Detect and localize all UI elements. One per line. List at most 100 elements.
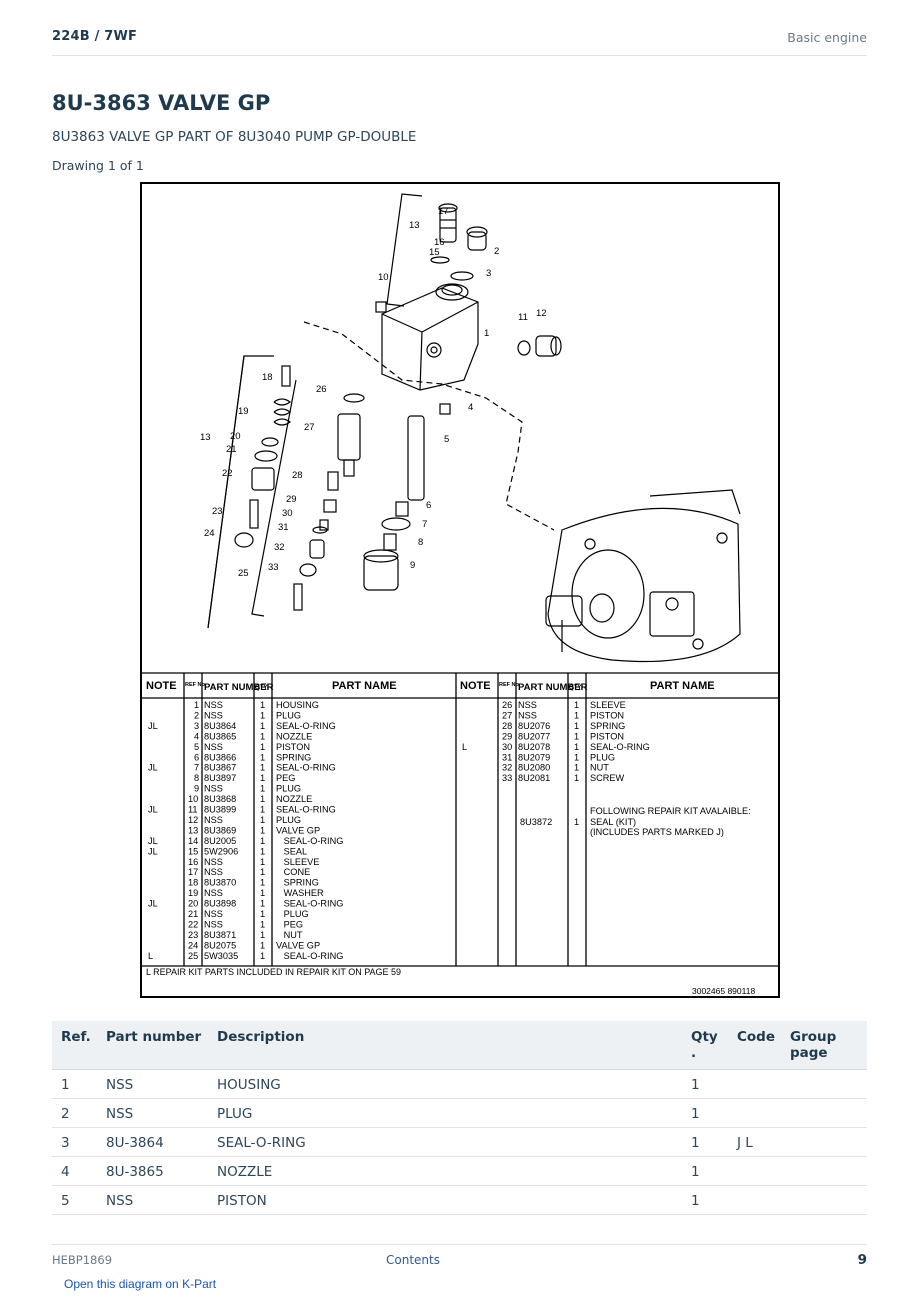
figure-row-part-number: 8U3869 [204,825,236,835]
figure-row-ref: 33 [502,773,512,783]
callout-21: 22 [222,468,233,479]
cell-description: NOZZLE [217,1164,273,1180]
figure-row-part-name: SEAL-O-RING [276,721,336,731]
contents-link[interactable]: Contents [386,1253,440,1267]
figure-row-part-name: SEAL-O-RING [276,899,343,909]
repair-kit-name: SEAL (KIT) [590,817,636,827]
figure-row-qty: 1 [260,825,265,835]
figure-row-ref: 15 [188,846,198,856]
col-part-number: Part number [106,1029,202,1045]
cell-qty: 1 [691,1077,700,1093]
figure-row-note: JL [148,899,158,909]
figure-row-part-number: 8U3864 [204,721,236,731]
figure-row-part-name: NUT [276,930,303,940]
figure-row-qty: 1 [574,773,579,783]
callout-24: 25 [238,568,249,579]
figure-row-ref: 9 [194,784,199,794]
figure-row-part-name: PISTON [590,731,624,741]
callout-12: 12 [536,308,547,319]
figure-row-ref: 19 [188,888,198,898]
header-model: 224B / 7WF [52,29,138,44]
figure-footnote: L REPAIR KIT PARTS INCLUDED IN REPAIR KI… [146,967,401,977]
footer-divider [52,1244,867,1245]
callout-10: 10 [378,272,389,283]
repair-kit-qty: 1 [574,817,579,827]
figure-row-part-number: 8U2075 [204,940,236,950]
figure-row-qty: 1 [260,773,265,783]
parts-list-grid [142,672,778,967]
figure-row-qty: 1 [260,710,265,720]
figure-row-qty: 1 [260,919,265,929]
cell-ref: 5 [61,1193,70,1209]
figure-row-ref: 13 [188,825,198,835]
figure-row-ref: 16 [188,857,198,867]
figure-row-ref: 4 [194,731,199,741]
figure-row-part-name: SPRING [276,752,311,762]
repair-kit-block: FOLLOWING REPAIR KIT AVALAIBLE: 8U3872 1… [520,806,751,837]
figure-row-part-name: VALVE GP [276,940,320,950]
header-section: Basic engine [787,30,867,45]
figure-row-ref: 31 [502,752,512,762]
figure-row-note: L [148,951,153,961]
callout-32: 33 [268,562,279,573]
figure-row-part-name: WASHER [276,888,324,898]
cell-part-number: NSS [106,1077,134,1093]
cell-qty: 1 [691,1135,700,1151]
figure-row-ref: 14 [188,836,198,846]
cell-ref: 3 [61,1135,70,1151]
page-number: 9 [857,1252,867,1268]
figure-row-note: JL [148,836,158,846]
callout-28: 29 [286,494,297,505]
callout-23: 24 [204,528,215,539]
callout-22: 23 [212,506,223,517]
callout-11: 11 [518,312,528,323]
cell-description: PLUG [217,1106,253,1122]
figure-row-part-name: PISTON [276,742,310,752]
figure-row-qty: 1 [260,700,265,710]
cell-qty: 1 [691,1164,700,1180]
figure-row-part-number: 5W2906 [204,846,238,856]
cell-part-number: 8U-3865 [106,1164,164,1180]
figure-row-part-number: 8U3899 [204,805,236,815]
figure-row-qty: 1 [574,700,579,710]
callout-20: 21 [226,444,237,455]
figure-row-part-number: 8U2080 [518,763,550,773]
header-divider [52,55,867,56]
hdr-note-left: NOTE [146,680,177,692]
figure-row-part-number: NSS [204,784,223,794]
cell-qty: 1 [691,1193,700,1209]
figure-row-part-name: PLUG [276,784,301,794]
figure-row-part-name: CONE [276,867,310,877]
col-description: Description [217,1029,305,1045]
callout-13-left: 13 [200,432,211,443]
figure-row-part-name: PLUG [276,710,301,720]
kpart-link[interactable]: Open this diagram on K-Part [64,1277,217,1291]
figure-row-part-name: PEG [276,919,303,929]
figure-row-part-number: NSS [204,700,223,710]
figure-row-part-name: SCREW [590,773,625,783]
figure-row-qty: 1 [260,867,265,877]
callout-6: 6 [426,500,431,511]
callout-labels: 13 13 17 16 15 2 3 10 11 12 1 18 26 4 19… [200,206,547,579]
callout-9: 9 [410,560,415,571]
figure-row-note: JL [148,805,158,815]
figure-row-part-name: VALVE GP [276,825,320,835]
figure-row-qty: 1 [260,742,265,752]
callout-5: 5 [444,434,449,445]
figure-row-note: JL [148,846,158,856]
figure-row-part-name: PLUG [276,815,301,825]
figure-row-part-name: SEAL-O-RING [590,742,650,752]
hdr-qty-left: QTY [255,685,267,691]
hdr-ref-left: REF No [185,682,206,688]
callout-1: 1 [484,328,489,339]
parts-table-header: Ref. Part number Description Qty. Code G… [52,1021,867,1070]
exploded-diagram: 13 13 17 16 15 2 3 10 11 12 1 18 26 4 19… [140,182,780,998]
repair-kit-part-number: 8U3872 [520,817,552,827]
hdr-part-name-right: PART NAME [650,680,715,692]
figure-row-part-number: NSS [204,909,223,919]
footer-doc-id: HEBP1869 [52,1253,113,1267]
figure-row-part-name: NUT [590,763,609,773]
repair-kit-intro: FOLLOWING REPAIR KIT AVALAIBLE: [590,806,751,816]
